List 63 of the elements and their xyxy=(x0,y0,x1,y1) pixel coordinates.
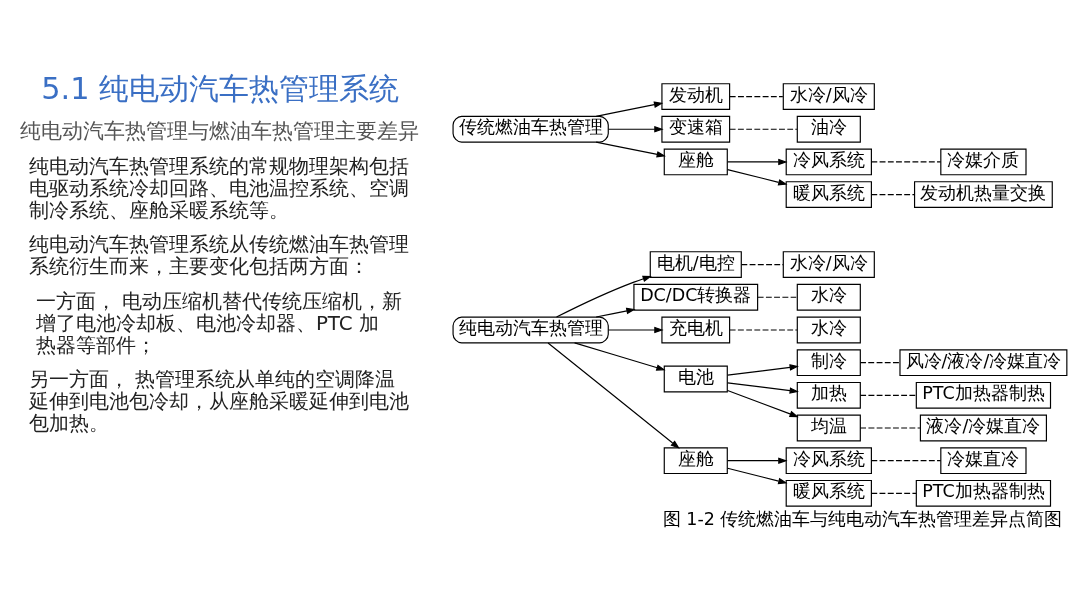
node-box: 暖风系统 xyxy=(785,180,872,208)
node-box: 冷媒介质 xyxy=(940,148,1027,175)
arrow xyxy=(607,326,664,333)
node-box: 液冷/冷媒直冷 xyxy=(919,414,1047,441)
node-box: 座舱 xyxy=(663,148,728,175)
node-box: 油冷 xyxy=(796,115,861,143)
arrow xyxy=(595,101,664,117)
node-box: 变速箱 xyxy=(661,115,731,143)
node-box: 电池 xyxy=(663,365,728,392)
arrow xyxy=(555,275,652,318)
node-box: 水冷 xyxy=(796,283,861,311)
caption: 图 1-2 传统燃油车与纯电动汽车热管理差异点简图 xyxy=(662,508,1063,529)
connector xyxy=(859,426,921,429)
node-box: 座舱 xyxy=(663,446,728,474)
arrow xyxy=(727,467,788,484)
node-box: 电机/电控 xyxy=(649,250,742,278)
connector xyxy=(757,296,798,298)
node-box: 加热 xyxy=(796,381,861,409)
label: 纯电动汽车热管理与燃油车热管理主要差异 xyxy=(20,118,420,143)
arrow xyxy=(727,456,788,464)
arrow xyxy=(727,363,799,376)
connector xyxy=(729,328,798,331)
node-box: 发动机 xyxy=(661,82,731,110)
connector xyxy=(859,394,917,396)
node-box: 水冷/风冷 xyxy=(782,250,875,278)
node-box: 水冷/风冷 xyxy=(782,82,875,110)
node-box: 充电机 xyxy=(661,316,731,343)
node-box: 风冷/液冷/冷媒直冷 xyxy=(899,348,1068,376)
connector xyxy=(871,160,942,162)
arrow xyxy=(595,307,636,318)
node-box: 发动机热量交换 xyxy=(914,180,1053,208)
label: 纯电动汽车热管理系统从传统燃油车热管理系统衍生而来，主要变化包括两方面： xyxy=(28,232,409,278)
connector xyxy=(729,95,784,97)
arrow xyxy=(607,125,664,133)
label: 另一方面， 热管理系统从单纯的空调降温延伸到电池包冷却，从座舱采暖延伸到电池包加热。 xyxy=(28,367,409,435)
connector xyxy=(871,193,915,195)
connector xyxy=(729,128,798,130)
arrow xyxy=(595,141,666,158)
arrow xyxy=(727,168,788,185)
node-box: 制冷 xyxy=(796,348,861,376)
node-box: 冷风系统 xyxy=(785,148,872,175)
arrow xyxy=(547,341,680,449)
node-box: PTC加热器制热 xyxy=(915,479,1052,507)
node-box: 均温 xyxy=(796,414,861,441)
node-box: 冷媒直冷 xyxy=(940,446,1027,474)
connector xyxy=(740,263,784,265)
node-box: PTC加热器制热 xyxy=(915,381,1052,409)
arrow xyxy=(727,158,788,165)
connector xyxy=(871,492,917,494)
node-box: 传统燃油车热管理 xyxy=(452,115,609,143)
diagram-title: 5.1 纯电动汽车热管理系统 xyxy=(41,70,400,106)
node-box: 冷风系统 xyxy=(785,446,872,474)
arrow xyxy=(727,389,799,417)
node-box: DC/DC转换器 xyxy=(633,283,759,311)
connector xyxy=(859,361,901,363)
node-box: 水冷 xyxy=(796,316,861,343)
connector xyxy=(871,459,942,461)
arrow xyxy=(727,381,799,394)
node-box: 暖风系统 xyxy=(785,479,872,507)
label: 纯电动汽车热管理系统的常规物理架构包括电驱动系统冷却回路、电池温控系统、空调制冷系统、座舱采暖系统等。 xyxy=(28,154,409,222)
node-box: 纯电动汽车热管理 xyxy=(452,316,609,343)
arrow xyxy=(574,341,666,371)
label: 一方面， 电动压缩机替代传统压缩机，新增了电池冷却板、电池冷却器、PTC 加热器等部件； xyxy=(35,289,403,357)
